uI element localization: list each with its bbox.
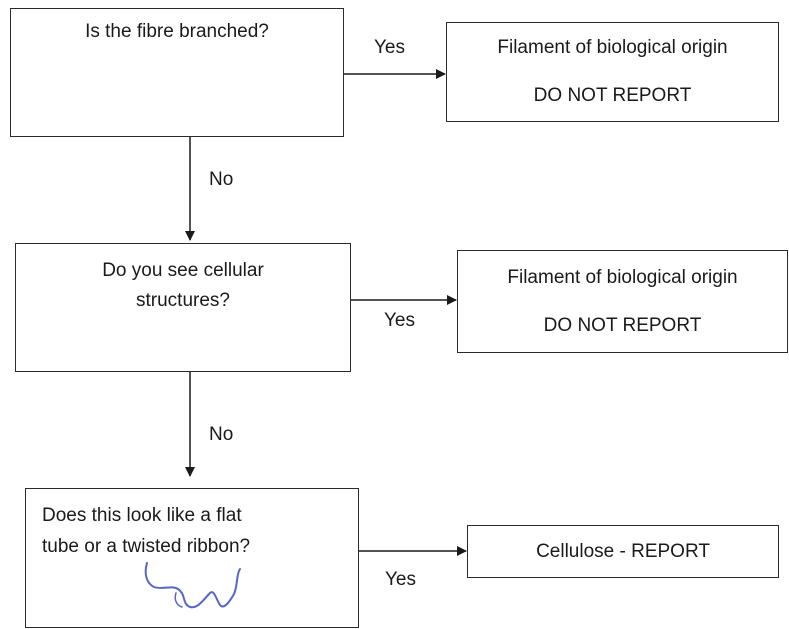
edge-label-yes: Yes <box>374 37 405 58</box>
outcome-text: Cellulose - REPORT <box>536 541 710 562</box>
outcome-box-2: Filament of biological origin DO NOT REP… <box>457 250 788 353</box>
outcome-text-line-1: Filament of biological origin <box>507 267 738 288</box>
outcome-box-3: Cellulose - REPORT <box>467 525 779 578</box>
edge-label-yes: Yes <box>384 310 415 331</box>
question-text-line-2: tube or a twisted ribbon? <box>42 536 251 557</box>
outcome-text-line-1: Filament of biological origin <box>497 37 728 58</box>
outcome-box-1: Filament of biological origin DO NOT REP… <box>446 22 779 122</box>
question-text-line-1: Do you see cellular <box>102 260 264 281</box>
outcome-text-line-2: DO NOT REPORT <box>543 315 702 336</box>
question-box-1: Is the fibre branched? <box>10 8 344 137</box>
outcome-text-line-2: DO NOT REPORT <box>533 85 692 106</box>
question-text-line-2: structures? <box>136 290 230 311</box>
question-box-3: Does this look like a flat tube or a twi… <box>25 488 359 628</box>
edge-label-no: No <box>209 169 234 190</box>
question-box-2: Do you see cellular structures? <box>15 243 351 372</box>
question-text-line-1: Does this look like a flat <box>42 505 242 526</box>
question-text: Is the fibre branched? <box>85 21 269 42</box>
twisted-ribbon-sketch <box>144 562 241 609</box>
edge-label-yes: Yes <box>385 569 416 590</box>
edge-label-no: No <box>209 424 234 445</box>
